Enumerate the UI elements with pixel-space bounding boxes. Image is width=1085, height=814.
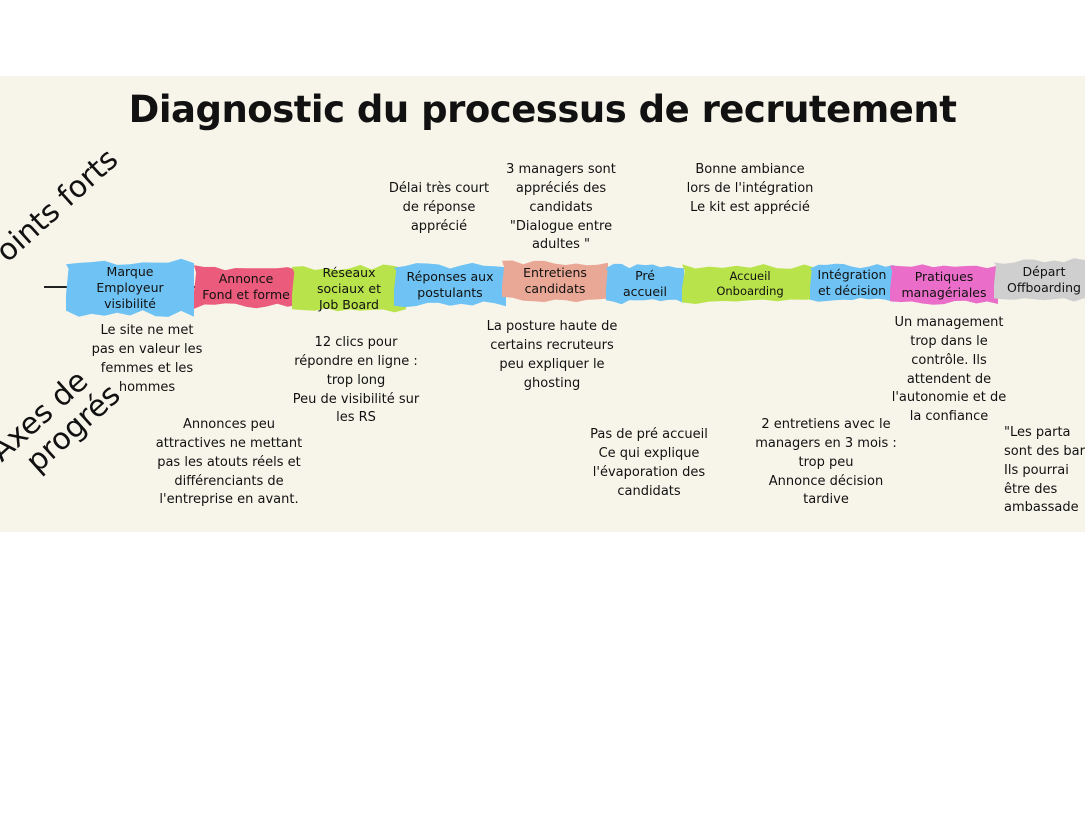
improvement-note-pratiques: Un management trop dans le contrôle. Ils… [891, 315, 1007, 425]
brush-stroke [502, 260, 608, 303]
step-entretiens-candidats: Entretiens candidats [502, 258, 608, 304]
step-pratiques-manageriales: Pratiques managériales [890, 262, 998, 308]
brush-stroke [292, 264, 406, 313]
step-accueil-onboarding: Accueil Onboarding [682, 262, 818, 306]
improvement-note-marque: Le site ne met pas en valeur les femmes … [91, 323, 203, 395]
brush-stroke [890, 264, 998, 305]
brush-stroke [682, 264, 818, 304]
brush-stroke [810, 263, 894, 302]
improvement-note-integration: 2 entretiens avec le managers en 3 mois … [755, 417, 897, 508]
strength-note-reseaux: Délai très court de réponse apprécié [388, 181, 490, 234]
improvement-note-depart: "Les parta sont des bar Ils pourrai être… [1004, 425, 1085, 516]
improvement-note-annonce: Annonces peu attractives ne mettant pas … [155, 417, 303, 508]
step-depart-offboarding: Départ Offboarding [994, 256, 1085, 304]
step-pre-accueil: Pré accueil [606, 262, 684, 306]
brush-stroke [194, 265, 298, 309]
diagram-title: Diagnostic du processus de recrutement [128, 88, 957, 131]
brush-stroke [994, 258, 1085, 302]
brush-stroke [606, 263, 684, 305]
improvement-note-entretiens: La posture haute de certains recruteurs … [486, 319, 618, 391]
brush-stroke [66, 258, 194, 317]
step-annonce: Annonce Fond et forme [194, 263, 298, 311]
improvement-note-pre-accueil: Pas de pré accueil Ce qui explique l'éva… [590, 427, 708, 499]
improvement-note-reseaux: 12 clics pour répondre en ligne : trop l… [292, 335, 420, 426]
step-reponses-postulants: Réponses aux postulants [394, 261, 506, 309]
step-marque-employeur: Marque Employeur visibilité [66, 256, 194, 320]
diagram-panel: Diagnostic du processus de recrutement P… [0, 76, 1085, 532]
strength-note-entretiens: 3 managers sont appréciés des candidats … [506, 162, 616, 253]
step-reseaux-sociaux: Réseaux sociaux et Job Board [292, 262, 406, 316]
step-integration-decision: Intégration et décision [810, 262, 894, 304]
strength-note-accueil: Bonne ambiance lors de l'intégration Le … [686, 162, 814, 215]
brush-stroke [394, 262, 506, 308]
